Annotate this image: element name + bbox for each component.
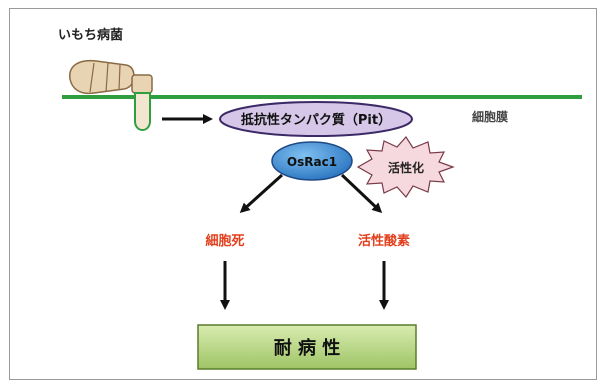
ros-label: 活性酸素: [358, 233, 410, 249]
blast-fungus-icon: [69, 59, 153, 131]
resistance-label: 耐 病 性: [274, 337, 341, 359]
pathogen-label: いもち病菌: [58, 27, 123, 43]
cell-death-label: 細胞死: [205, 233, 244, 249]
activation-burst: [356, 136, 455, 198]
pit-protein-oval: [219, 101, 413, 137]
cell-membrane-line: [62, 95, 582, 99]
arrow-to-cell-death: [239, 173, 284, 214]
membrane-label: 細胞膜: [472, 109, 508, 124]
pit-label: 抵抗性タンパク質（Pit）: [241, 112, 391, 128]
arrow-to-ros: [340, 173, 383, 214]
figure-frame: いもち病菌 細胞膜 抵抗性タンパク質（Pit） OsRac1 活性化 細胞死 活…: [9, 8, 597, 380]
osrac1-oval: [271, 141, 353, 181]
immunity-pathway-diagram: いもち病菌 細胞膜 抵抗性タンパク質（Pit） OsRac1 活性化 細胞死 活…: [58, 27, 582, 370]
resistance-box: [197, 324, 417, 370]
osrac1-label: OsRac1: [287, 155, 337, 169]
activation-label: 活性化: [388, 160, 424, 175]
